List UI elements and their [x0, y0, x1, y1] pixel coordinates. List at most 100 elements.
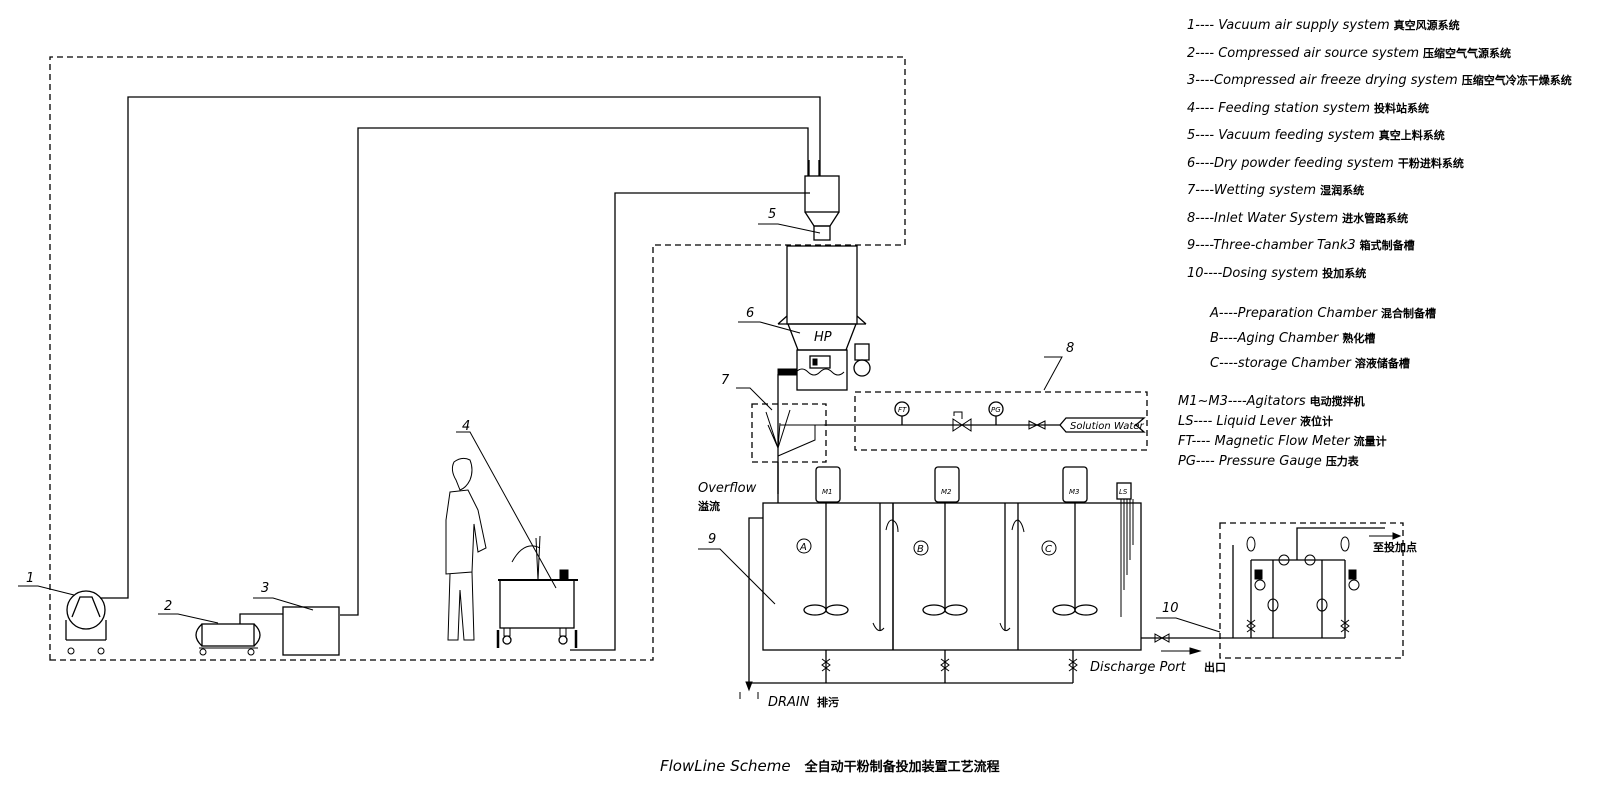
- callout-10: 10: [1162, 601, 1179, 616]
- legend-cn: 溶液储备槽: [1354, 357, 1410, 370]
- legend-cn: 电动搅拌机: [1309, 395, 1365, 408]
- chamber-c-label: C: [1045, 544, 1052, 555]
- pipe-vacuum-air: [100, 96, 821, 599]
- dosing-pumps: [1156, 527, 1402, 639]
- freeze-dryer-unit: [282, 606, 340, 656]
- legend-cn: 流量计: [1353, 435, 1387, 448]
- overflow-label-en: Overflow: [698, 481, 757, 496]
- leader-8: [1043, 356, 1063, 391]
- legend-en: Inlet Water System: [1214, 210, 1339, 226]
- leader-3: [253, 597, 314, 611]
- discharge-pipe: [1141, 633, 1233, 655]
- pipe-feeding-station: [570, 192, 810, 651]
- legend-en: Vacuum air supply system: [1218, 18, 1390, 33]
- pg-gauge-label: PG: [991, 406, 1001, 414]
- drain-label-en: DRAIN: [768, 695, 810, 710]
- callout-1: 1: [26, 571, 34, 586]
- legend-cn: 熟化槽: [1342, 332, 1376, 345]
- inlet-water-pipe: [824, 401, 1146, 433]
- solution-water-label: Solution Water: [1070, 421, 1144, 432]
- motor-m2-label: M2: [941, 488, 952, 496]
- legend-cn: 压缩空气气源系统: [1423, 46, 1512, 60]
- legend-key: 7----: [1187, 183, 1214, 198]
- overflow-label-cn: 溢流: [698, 499, 720, 513]
- chamber-b-label: B: [917, 544, 924, 555]
- legend-key: 4----: [1187, 100, 1215, 116]
- legend-cn: 投料站系统: [1374, 101, 1430, 115]
- level-sensor-label: LS: [1119, 488, 1128, 496]
- legend-cn: 进水管路系统: [1342, 211, 1409, 225]
- legend-en: Wetting system: [1213, 183, 1317, 198]
- legend-en: Compressed air source system: [1218, 45, 1420, 61]
- legend-key: B----: [1210, 331, 1238, 346]
- legend-en: Vacuum feeding system: [1218, 128, 1375, 143]
- legend-cn: 干粉进料系统: [1397, 156, 1464, 170]
- legend-key: 3----: [1187, 73, 1215, 88]
- legend-en: Dry powder feeding system: [1214, 155, 1394, 171]
- legend-en: storage Chamber: [1237, 356, 1351, 371]
- legend-key: 1----: [1187, 18, 1215, 33]
- callout-7: 7: [721, 373, 730, 388]
- legend-item: 3----Compressed air freeze drying system…: [1187, 73, 1572, 101]
- to-dosing-point-label: 至投加点: [1373, 540, 1417, 554]
- discharge-label-cn: 出口: [1204, 660, 1226, 674]
- legend-key: 8----: [1187, 210, 1215, 226]
- three-chamber-tank: [698, 462, 1142, 699]
- callout-2: 2: [164, 599, 172, 614]
- feeding-cart: [456, 431, 578, 648]
- legend-en: Agitators: [1246, 394, 1306, 409]
- dosing-system-box: [1219, 522, 1404, 659]
- callout-5: 5: [768, 207, 776, 222]
- callout-3: 3: [261, 581, 269, 596]
- pipe-compressed-air: [340, 127, 809, 616]
- legend-key: 5----: [1187, 128, 1215, 143]
- inlet-water-box: [854, 391, 1148, 451]
- legend-cn: 真空风源系统: [1393, 19, 1460, 32]
- legend-en: Compressed air freeze drying system: [1214, 73, 1458, 88]
- legend-cn: 混合制备槽: [1380, 307, 1436, 320]
- legend-cn: 湿润系统: [1320, 184, 1365, 197]
- wetting-system-box: [751, 403, 827, 463]
- legend-key: 9----: [1187, 238, 1214, 253]
- legend-en: Feeding station system: [1218, 100, 1371, 116]
- wetting-nozzle: [736, 374, 824, 494]
- vacuum-feeder: [758, 160, 840, 241]
- legend-key: M1~M3----: [1178, 394, 1247, 409]
- title-en: FlowLine Scheme: [660, 757, 791, 775]
- legend-cn: 投加系统: [1322, 266, 1367, 280]
- ft-gauge-label: FT: [898, 406, 907, 414]
- chamber-a-label: A: [799, 542, 807, 553]
- legend-key: 6----: [1187, 155, 1215, 171]
- dry-powder-hopper: [738, 245, 871, 391]
- callout-6: 6: [746, 306, 754, 321]
- callout-4: 4: [462, 419, 470, 434]
- legend-en: Magnetic Flow Meter: [1214, 434, 1350, 449]
- discharge-label-en: Discharge Port: [1090, 660, 1187, 675]
- operator-figure: [445, 457, 487, 641]
- air-compressor-unit: [158, 613, 283, 656]
- motor-m3-label: M3: [1069, 488, 1080, 496]
- legend-key: FT----: [1178, 434, 1211, 449]
- callout-8: 8: [1066, 341, 1074, 356]
- legend-key: 10----: [1187, 265, 1223, 281]
- legend-key: C----: [1210, 356, 1238, 371]
- legend-cn: 箱式制备槽: [1359, 239, 1415, 252]
